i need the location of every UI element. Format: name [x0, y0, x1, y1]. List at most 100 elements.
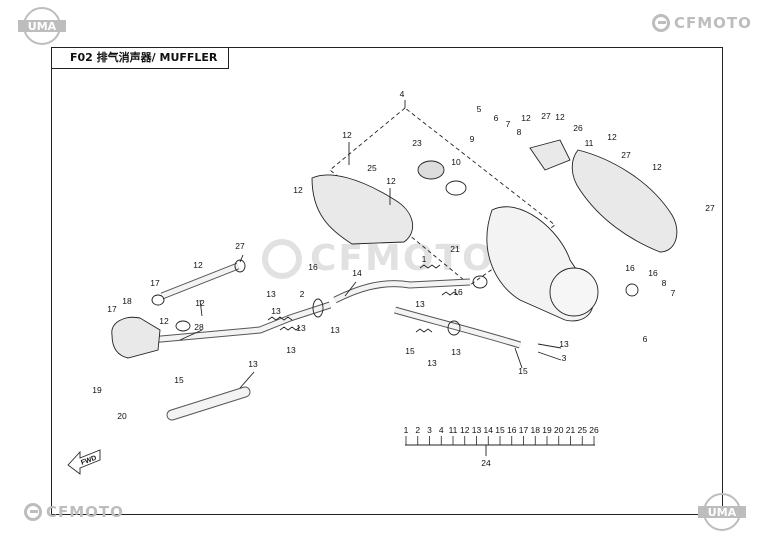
- callout-7: 7: [506, 119, 511, 129]
- callout-10: 10: [451, 157, 461, 167]
- bom-item-2: 2: [415, 425, 420, 435]
- fwd-arrow-icon: FWD: [67, 449, 101, 475]
- callout-16: 16: [648, 268, 658, 278]
- shield-26: [529, 139, 571, 171]
- callout-27: 27: [705, 203, 715, 213]
- callout-12: 12: [193, 260, 203, 270]
- callout-13: 13: [415, 299, 425, 309]
- callout-21: 21: [450, 244, 460, 254]
- callout-8: 8: [517, 127, 522, 137]
- callout-28: 28: [194, 322, 204, 332]
- callout-4: 4: [400, 89, 405, 99]
- callout-15: 15: [405, 346, 415, 356]
- bom-item-3: 3: [427, 425, 432, 435]
- uma-logo-top: UMA: [14, 6, 70, 46]
- gasket-15b: [447, 320, 461, 336]
- callout-12: 12: [159, 316, 169, 326]
- gasket-15c: [472, 275, 488, 289]
- bom-item-11: 11: [449, 425, 458, 435]
- spring-13d: [441, 291, 459, 296]
- callout-12: 12: [652, 162, 662, 172]
- callout-18: 18: [122, 296, 132, 306]
- callout-12: 12: [293, 185, 303, 195]
- callout-6: 6: [643, 334, 648, 344]
- callout-27: 27: [235, 241, 245, 251]
- gasket-10: [445, 180, 467, 196]
- callout-12: 12: [521, 113, 531, 123]
- cfmoto-ring-icon: [652, 14, 670, 32]
- callout-13: 13: [271, 306, 281, 316]
- callout-12: 12: [555, 112, 565, 122]
- bom-item-1: 1: [404, 425, 409, 435]
- callout-25: 25: [367, 163, 377, 173]
- callout-14: 14: [352, 268, 362, 278]
- uma-logo-bottom: UMA: [694, 492, 750, 532]
- callout-9: 9: [470, 134, 475, 144]
- svg-text:UMA: UMA: [708, 506, 737, 519]
- callout-23: 23: [412, 138, 422, 148]
- spring-13b: [279, 326, 301, 331]
- bom-item-21: 21: [566, 425, 576, 435]
- callout-27: 27: [541, 111, 551, 121]
- bom-item-13: 13: [472, 425, 482, 435]
- bom-item-4: 4: [439, 425, 444, 435]
- callout-16: 16: [625, 263, 635, 273]
- gasket-15a: [312, 298, 324, 318]
- cfmoto-ring-icon: [24, 503, 42, 521]
- callout-12: 12: [386, 176, 396, 186]
- callout-5: 5: [477, 104, 482, 114]
- callout-16: 16: [453, 287, 463, 297]
- bom-item-19: 19: [542, 425, 552, 435]
- bom-item-16: 16: [507, 425, 517, 435]
- svg-text:UMA: UMA: [28, 20, 57, 33]
- cfmoto-logo-bottom: CFMOTO: [24, 503, 124, 521]
- callout-6: 6: [494, 113, 499, 123]
- gasket-28: [175, 320, 191, 332]
- spring-13c: [419, 264, 441, 269]
- bom-item-14: 14: [484, 425, 494, 435]
- callout-12: 12: [607, 132, 617, 142]
- callout-17: 17: [150, 278, 160, 288]
- callout-15: 15: [518, 366, 528, 376]
- callout-12: 12: [195, 298, 205, 308]
- callout-17: 17: [107, 304, 117, 314]
- callout-15: 15: [174, 375, 184, 385]
- callout-2: 2: [300, 289, 305, 299]
- callout-11: 11: [585, 138, 594, 148]
- callout-8: 8: [662, 278, 667, 288]
- callout-13: 13: [451, 347, 461, 357]
- bom-item-26: 26: [589, 425, 599, 435]
- bom-item-20: 20: [554, 425, 564, 435]
- callout-13: 13: [296, 323, 306, 333]
- flange-23: [417, 160, 445, 180]
- callout-3: 3: [562, 353, 567, 363]
- callout-12: 12: [342, 130, 352, 140]
- bom-assembly-label: 24: [481, 458, 491, 468]
- bom-item-17: 17: [519, 425, 529, 435]
- bom-item-25: 25: [578, 425, 588, 435]
- clamp-17b: [234, 259, 246, 273]
- callout-16: 16: [308, 262, 318, 272]
- callout-13: 13: [330, 325, 340, 335]
- grommet-8: [625, 283, 639, 297]
- heat-shield-right: [571, 149, 678, 253]
- callout-13: 13: [266, 289, 276, 299]
- page-title: F02 排气消声器/ MUFFLER: [51, 47, 229, 69]
- cfmoto-logo-top: CFMOTO: [652, 14, 752, 32]
- spring-13e: [415, 328, 433, 333]
- clamp-17a: [151, 294, 165, 306]
- callout-13: 13: [248, 359, 258, 369]
- muffler-end-cap: [549, 267, 599, 317]
- bom-item-15: 15: [495, 425, 505, 435]
- watermark: CFMOTO: [262, 238, 495, 279]
- callout-26: 26: [573, 123, 583, 133]
- watermark-ring-icon: [262, 238, 302, 279]
- callout-19: 19: [92, 385, 102, 395]
- spring-13a: [267, 316, 293, 321]
- bom-item-12: 12: [460, 425, 470, 435]
- callout-7: 7: [671, 288, 676, 298]
- callout-13: 13: [427, 358, 437, 368]
- callout-13: 13: [559, 339, 569, 349]
